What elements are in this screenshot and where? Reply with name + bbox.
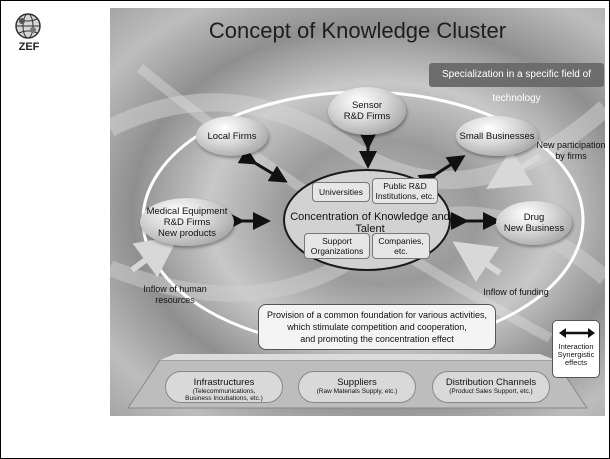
- infra-sub: (Telecommunications, Business Incubation…: [185, 388, 263, 402]
- box-companies: Companies, etc.: [372, 233, 430, 259]
- suppliers-title: Suppliers: [337, 377, 377, 388]
- node-medical-label: Medical Equipment R&D Firms New products: [146, 205, 228, 239]
- label-inflow-human: Inflow of human resources: [143, 284, 207, 305]
- pill-distribution: Distribution Channels (Product Sales Sup…: [432, 371, 550, 403]
- legend-text: Interaction Synergistic effects: [557, 342, 595, 367]
- provision-box: Provision of a common foundation for var…: [258, 304, 496, 350]
- cluster-diagram: Concept of Knowledge Cluster Specializat…: [110, 8, 605, 416]
- double-arrow-icon: [559, 328, 595, 338]
- provision-text: Provision of a common foundation for var…: [266, 310, 488, 344]
- pill-infrastructures: Infrastructures (Telecommunications, Bus…: [165, 371, 283, 403]
- suppliers-sub: (Raw Materials Supply, etc.): [316, 388, 398, 395]
- box-universities-label: Universities: [319, 187, 363, 197]
- box-public-rd: Public R&D Institutions, etc.: [372, 178, 438, 204]
- infra-title: Infrastructures: [193, 377, 255, 388]
- arrow-small: [417, 155, 466, 191]
- node-drug-label: Drug New Business: [503, 212, 565, 234]
- node-medical: Medical Equipment R&D Firms New products: [140, 198, 234, 246]
- box-support-label: Support Organizations: [310, 236, 364, 256]
- box-public-label: Public R&D Institutions, etc.: [375, 181, 435, 201]
- node-small-label: Small Businesses: [459, 130, 535, 142]
- arrow-inflow-human: [130, 235, 179, 278]
- page-title: Concept of Knowledge Cluster: [208, 18, 507, 43]
- label-inflow-funding: Inflow of funding: [483, 287, 549, 297]
- globe-logo-icon: [15, 13, 41, 39]
- node-sensor-label: Sensor R&D Firms: [343, 100, 391, 122]
- node-sensor: Sensor R&D Firms: [328, 87, 406, 135]
- node-drug: Drug New Business: [496, 201, 572, 245]
- distribution-title: Distribution Channels: [445, 377, 537, 388]
- center-label: Concentration of Knowledge and Talent: [290, 211, 450, 235]
- node-local-label: Local Firms: [207, 130, 257, 142]
- box-universities: Universities: [312, 182, 370, 202]
- label-new-participation: New participation by firms: [536, 140, 605, 161]
- specialization-label: Specialization in a specific field of te…: [429, 63, 604, 104]
- arrow-local: [237, 147, 288, 183]
- box-support: Support Organizations: [304, 233, 370, 259]
- pill-suppliers: Suppliers (Raw Materials Supply, etc.): [298, 371, 416, 403]
- arrow-inflow-funding: [452, 241, 502, 283]
- logo-text: ZEF: [18, 41, 40, 53]
- zef-logo: ZEF: [9, 12, 49, 56]
- box-companies-label: Companies, etc.: [378, 236, 424, 256]
- node-local-firms: Local Firms: [196, 116, 268, 156]
- legend-box: Interaction Synergistic effects: [552, 320, 600, 378]
- arrow-new-participation: [486, 149, 542, 189]
- node-small-businesses: Small Businesses: [456, 116, 538, 156]
- distribution-sub: (Product Sales Support, etc.): [449, 388, 533, 395]
- base-platform-top: [160, 354, 555, 360]
- foundation-base: Infrastructures (Telecommunications, Bus…: [110, 363, 605, 416]
